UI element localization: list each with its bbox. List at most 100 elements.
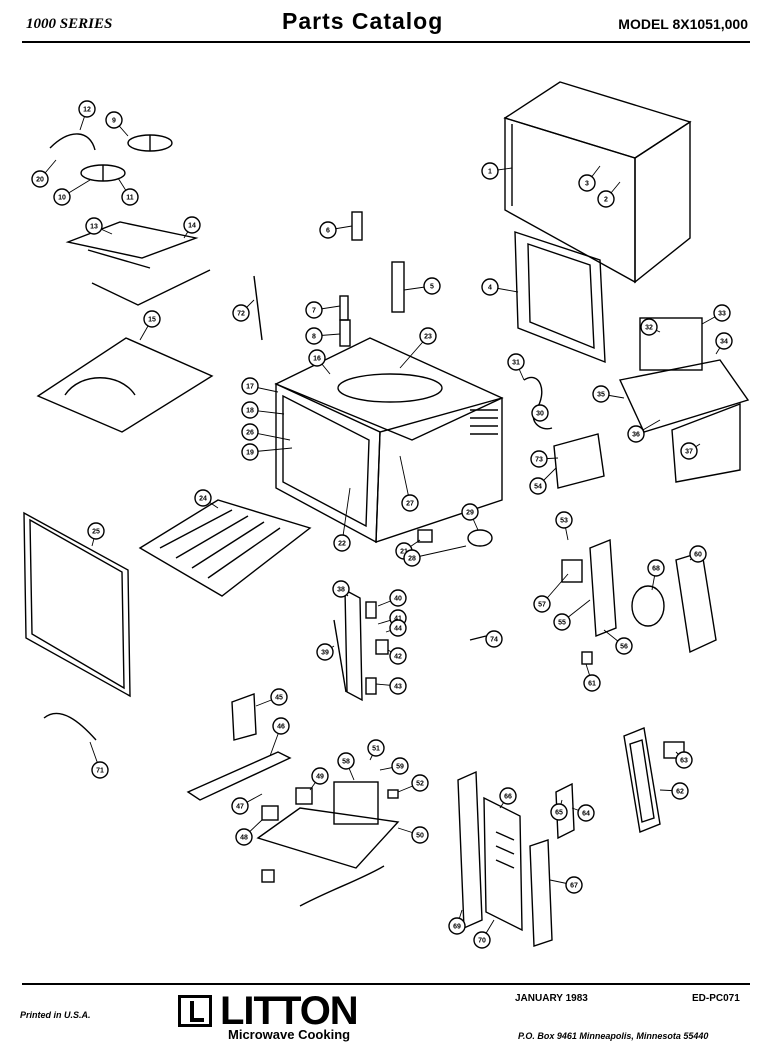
- wire-47: [299, 865, 385, 907]
- callout-label: 15: [148, 317, 156, 324]
- callout-bubble: [231, 797, 249, 815]
- callout-73: 73: [530, 450, 559, 468]
- callout-label: 12: [83, 107, 91, 114]
- page-header: 1000 SERIES Parts Catalog MODEL 8X1051,0…: [0, 0, 768, 46]
- power-cord: [43, 712, 97, 741]
- callout-bubble: [332, 580, 350, 598]
- catalog-code: ED-PC071: [692, 993, 740, 1004]
- callout-40: 40: [377, 589, 407, 607]
- transformer-base: [256, 781, 400, 869]
- callout-bubble: [232, 304, 250, 322]
- callout-bubble: [389, 589, 407, 607]
- callout-50: 50: [397, 826, 429, 844]
- catalog-date: JANUARY 1983: [515, 993, 588, 1004]
- callout-49: 49: [309, 767, 329, 791]
- callout-bubble: [481, 278, 499, 296]
- bracket-5: [391, 261, 405, 313]
- callout-label: 73: [535, 457, 543, 464]
- clip-58: [261, 869, 275, 883]
- callout-25: 25: [87, 522, 105, 547]
- callout-label: 64: [582, 811, 590, 818]
- callout-leader: [341, 487, 351, 544]
- callout-label: 43: [394, 684, 402, 691]
- callout-bubble: [689, 545, 707, 563]
- callout-bubble: [578, 174, 596, 192]
- callout-36: 36: [627, 419, 661, 443]
- callout-bubble: [461, 503, 479, 521]
- callout-label: 69: [453, 924, 461, 931]
- callout-bubble: [713, 304, 731, 322]
- litton-logo-icon: [178, 995, 212, 1027]
- callout-46: 46: [269, 717, 290, 757]
- callout-23: 23: [399, 327, 437, 369]
- callout-22: 22: [333, 487, 351, 552]
- callout-label: 40: [394, 596, 402, 603]
- callout-label: 63: [680, 758, 688, 765]
- callout-label: 6: [326, 228, 330, 235]
- callout-11: 11: [117, 177, 139, 206]
- callout-32: 32: [640, 318, 661, 336]
- switch-bracket: [344, 588, 389, 702]
- callout-34: 34: [715, 332, 733, 355]
- callout-39: 39: [316, 643, 335, 661]
- callout-43: 43: [375, 677, 407, 695]
- callout-bubble: [305, 327, 323, 345]
- callout-label: 2: [604, 197, 608, 204]
- callout-label: 38: [337, 587, 345, 594]
- callout-bubble: [235, 828, 253, 846]
- callout-56: 56: [603, 629, 633, 655]
- callout-label: 5: [430, 284, 434, 291]
- callout-bubble: [308, 349, 326, 367]
- model-number: MODEL 8X1051,000: [618, 16, 748, 32]
- callout-20: 20: [31, 159, 57, 188]
- callout-label: 68: [652, 566, 660, 573]
- callout-bubble: [675, 751, 693, 769]
- callout-label: 10: [58, 195, 66, 202]
- callout-47: 47: [231, 793, 263, 815]
- callout-44: 44: [385, 619, 407, 637]
- callout-bubble: [53, 188, 71, 206]
- callout-label: 31: [512, 360, 520, 367]
- callout-label: 45: [275, 695, 283, 702]
- callout-12: 12: [78, 100, 96, 131]
- callout-bubble: [305, 301, 323, 319]
- callout-bubble: [270, 688, 288, 706]
- header-rule: [22, 41, 750, 43]
- callout-35: 35: [592, 385, 625, 403]
- callout-bubble: [553, 613, 571, 631]
- callout-62: 62: [659, 782, 689, 800]
- callout-64: 64: [571, 804, 595, 822]
- callout-label: 18: [246, 408, 254, 415]
- callout-label: 19: [246, 450, 254, 457]
- callout-bubble: [647, 559, 665, 577]
- callout-66: 66: [499, 787, 517, 809]
- callout-bubble: [389, 619, 407, 637]
- callout-label: 35: [597, 392, 605, 399]
- callout-bubble: [272, 717, 290, 735]
- callout-bubble: [333, 534, 351, 552]
- callout-bubble: [241, 423, 259, 441]
- callout-label: 32: [645, 325, 653, 332]
- callout-bubble: [577, 804, 595, 822]
- fan-assembly: [49, 133, 173, 182]
- callout-59: 59: [379, 757, 409, 775]
- callout-26: 26: [241, 423, 291, 441]
- callout-bubble: [391, 757, 409, 775]
- outer-cabinet: [503, 81, 692, 284]
- bracket-6: [351, 211, 363, 241]
- callout-label: 57: [538, 602, 546, 609]
- callout-bubble: [241, 401, 259, 419]
- callout-bubble: [389, 647, 407, 665]
- callout-label: 25: [92, 529, 100, 536]
- callout-bubble: [91, 761, 109, 779]
- callout-bubble: [481, 162, 499, 180]
- oven-cavity: [274, 337, 504, 544]
- callout-bubble: [389, 677, 407, 695]
- callout-27: 27: [399, 455, 419, 512]
- switch-61: [581, 651, 593, 665]
- callout-bubble: [531, 404, 549, 422]
- callout-label: 34: [720, 339, 728, 346]
- callout-53: 53: [555, 511, 573, 541]
- callout-bubble: [715, 332, 733, 350]
- callout-bubble: [183, 216, 201, 234]
